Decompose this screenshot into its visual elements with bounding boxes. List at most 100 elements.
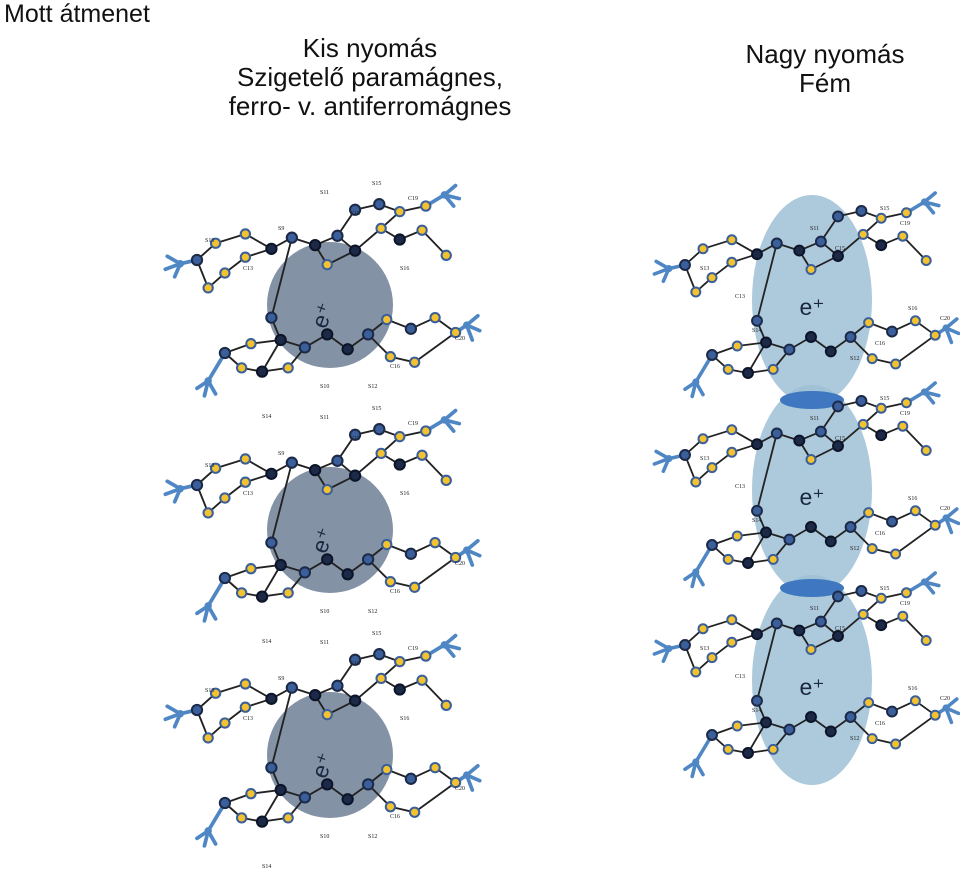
carbon-atom (255, 590, 269, 603)
carbon-atom (742, 367, 754, 379)
sulfur-atom (235, 362, 248, 374)
right-heading-line-1: Nagy nyomás (745, 39, 905, 69)
carbon-atom (679, 449, 691, 461)
carbon-atom (265, 692, 278, 705)
carbon-atom (824, 345, 837, 358)
left-heading-line-3: ferro- v. antiferromágnes (228, 91, 512, 122)
sulfur-atom (863, 507, 875, 519)
carbon-atom (265, 761, 278, 774)
left-heading-line-2: Szigetelő paramágnes, (237, 62, 503, 93)
bond (421, 454, 447, 481)
carbon-atom (218, 346, 232, 360)
sulfur-atom (209, 462, 222, 474)
carbon-atom (255, 365, 269, 378)
sulfur-atom (394, 205, 406, 218)
atom-label: S11 (320, 415, 329, 421)
sulfur-atom (909, 315, 921, 327)
carbon-atom (760, 336, 772, 349)
carbon-atom (805, 331, 817, 343)
sulfur-atom (219, 717, 231, 729)
carbon-atom (373, 648, 386, 661)
bond (270, 237, 293, 318)
atom-label: S10 (320, 609, 329, 615)
carbon-atom (373, 198, 386, 211)
atom-label: S15 (372, 406, 381, 412)
carbon-atom (265, 536, 278, 549)
sulfur-atom (697, 433, 709, 445)
sulfur-atom (706, 272, 718, 284)
left-heading: Kis nyomás Szigetelő paramágnes, ferro- … (190, 33, 550, 122)
sulfur-atom (875, 402, 887, 414)
sulfur-atom (722, 363, 734, 375)
atom-label: C19 (408, 646, 418, 652)
sulfur-atom (219, 267, 231, 279)
atom-label: C15 (350, 661, 360, 667)
carbon-atom (274, 783, 287, 797)
sulfur-atom (416, 674, 428, 686)
carbon-atom (298, 566, 312, 579)
carbon-atom (751, 314, 763, 327)
atom-label: S12 (368, 834, 377, 840)
atom-label: S11 (810, 606, 819, 612)
carbon-atom (832, 590, 844, 603)
sulfur-atom (697, 623, 709, 635)
carbon-atom (844, 521, 857, 533)
atom-label: C15 (835, 436, 845, 442)
metal-panel: S13C13S11C15S15C19S16C16S12S14C20e⁺S13C1… (652, 191, 960, 785)
carbon-atom (321, 553, 334, 566)
sulfur-atom (245, 338, 257, 350)
carbon-atom (321, 328, 334, 341)
atom-label: C20 (455, 561, 465, 567)
atom-label: S9 (278, 226, 284, 232)
atom-label: S15 (880, 396, 889, 402)
carbon-atom (331, 229, 344, 242)
bond (902, 235, 927, 262)
carbon-atom (824, 725, 837, 738)
sulfur-atom (429, 536, 441, 549)
sulfur-atom (722, 743, 734, 755)
sulfur-atom (239, 228, 252, 240)
sulfur-atom (416, 449, 428, 461)
atom-label: S12 (850, 356, 859, 362)
carbon-atom (341, 793, 354, 806)
carbon-atom (308, 463, 322, 477)
carbon-atom (265, 242, 278, 255)
metal-charge-label-3: e⁺ (800, 674, 825, 700)
carbon-atom (274, 558, 287, 572)
sulfur-atom (381, 763, 393, 776)
carbon-atom (706, 349, 718, 361)
sulfur-atom (909, 505, 921, 517)
bond (902, 615, 927, 642)
atom-label: S13 (700, 646, 709, 652)
sulfur-atom (929, 709, 941, 721)
carbon-atom (361, 778, 375, 791)
atom-label: S13 (205, 238, 214, 244)
sulfur-atom (690, 666, 702, 678)
carbon-atom (285, 231, 298, 244)
insulator-charge-cloud-1 (267, 242, 393, 368)
carbon-atom (298, 791, 312, 804)
carbon-atom (321, 778, 334, 791)
bond (895, 334, 936, 365)
atom-label: S14 (262, 639, 271, 645)
bond (270, 462, 293, 543)
atom-label: C20 (940, 506, 950, 512)
atom-label: C20 (940, 696, 950, 702)
carbon-atom (832, 630, 844, 642)
atom-label: C16 (390, 364, 400, 370)
carbon-atom (751, 628, 763, 641)
sulfur-atom (321, 483, 333, 496)
bond (270, 687, 293, 768)
carbon-atom (783, 343, 796, 356)
sulfur-atom (726, 256, 738, 268)
sulfur-atom (239, 476, 252, 488)
sulfur-atom (429, 761, 441, 774)
right-heading-line-2: Fém (799, 68, 851, 99)
carbon-atom (770, 427, 783, 440)
carbon-atom (341, 568, 354, 581)
atom-label: S9 (278, 451, 284, 457)
atom-label: S9 (278, 676, 284, 682)
atom-label: S11 (320, 190, 329, 196)
atom-label: S11 (320, 640, 329, 646)
